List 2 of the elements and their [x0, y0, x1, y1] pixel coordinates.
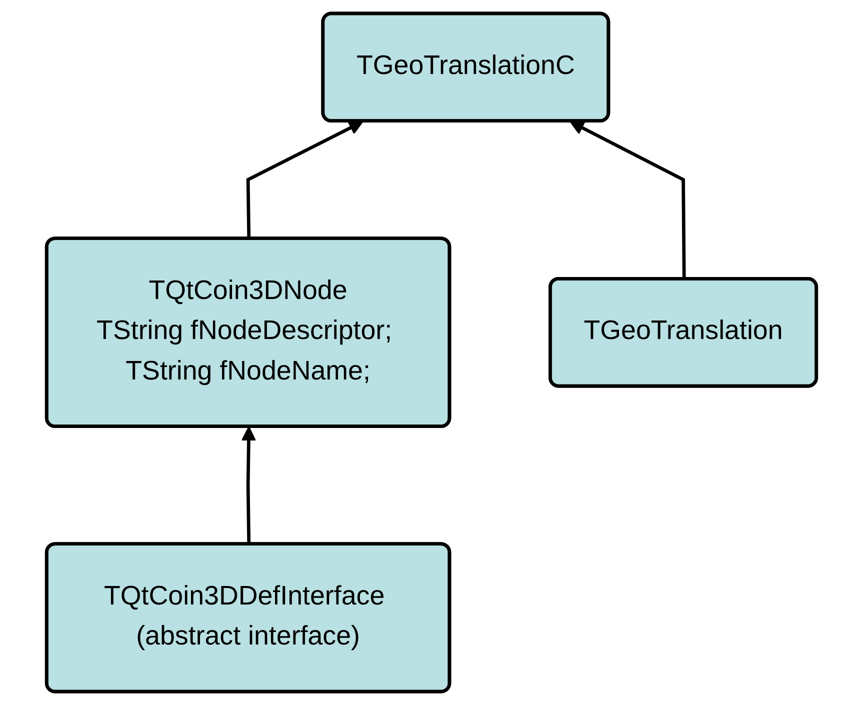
arrow — [241, 426, 256, 545]
arrow — [570, 121, 686, 280]
